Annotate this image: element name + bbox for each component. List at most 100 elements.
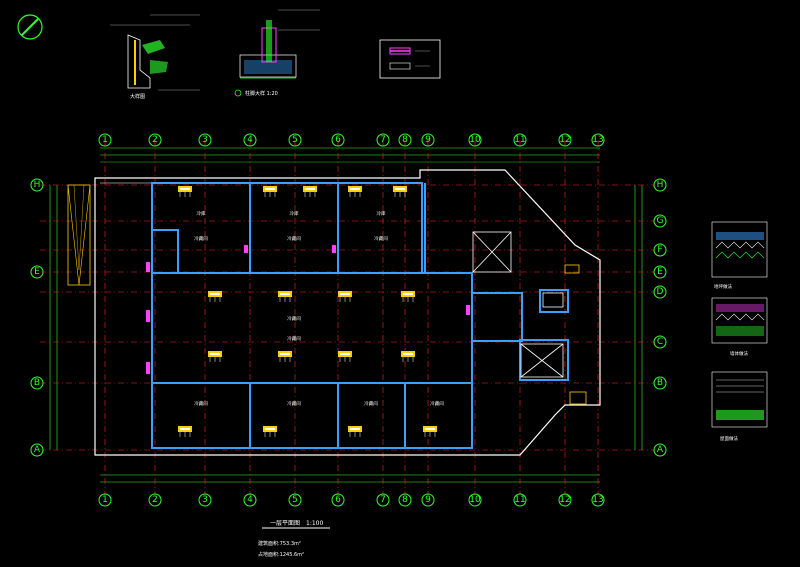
axis-label: 12 (559, 495, 570, 505)
axis-bubble-right: B (653, 376, 667, 390)
building-outline (94, 169, 601, 456)
axis-bubble-bottom: 13 (591, 493, 605, 507)
evaporator-unit-icon (338, 291, 352, 302)
axis-bubble-bottom: 8 (398, 493, 412, 507)
section-detail-3: 屋面做法 (711, 371, 768, 442)
axis-bubble-right: F (653, 243, 667, 257)
axis-bubble-top: 13 (591, 133, 605, 147)
evaporator-unit-icon (393, 186, 407, 197)
room-labels: 冷库冷库冷库冷藏间冷藏间冷藏间冷藏间冷藏间冷藏间冷藏间冷藏间冷藏间 (194, 210, 444, 407)
axis-bubble-right: A (653, 443, 667, 457)
axis-bubble-top: 4 (243, 133, 257, 147)
axis-bubble-top: 9 (421, 133, 435, 147)
room-label: 冷藏间 (287, 335, 301, 342)
room-label: 冷藏间 (364, 400, 378, 407)
evaporator-unit-icon (208, 351, 222, 362)
axis-bubble-top: 8 (398, 133, 412, 147)
room-label: 冷库 (290, 210, 299, 217)
room-label: 冷库 (197, 210, 206, 217)
axis-label: E (34, 267, 40, 277)
section-2-label: 墙体做法 (730, 350, 748, 357)
axis-label: H (657, 180, 664, 190)
axis-label: 2 (152, 135, 158, 145)
stair-core (472, 231, 587, 405)
axis-label: B (657, 378, 663, 388)
evaporator-unit-icon (278, 291, 292, 302)
axis-label: 2 (152, 495, 158, 505)
evaporator-unit-icon (208, 291, 222, 302)
axis-bubble-right: C (653, 335, 667, 349)
section-detail-2: 墙体做法 (711, 297, 768, 357)
axis-bubble-bottom: 7 (376, 493, 390, 507)
axis-label: B (34, 378, 40, 388)
axis-label: D (657, 287, 664, 297)
axis-label: 9 (425, 135, 431, 145)
blue-walls (151, 182, 569, 449)
axis-label: 7 (380, 135, 386, 145)
axis-bubble-bottom: 3 (198, 493, 212, 507)
detail-1-label: 大样图 (130, 93, 145, 100)
legend-box (379, 39, 441, 79)
evaporator-unit-icon (401, 351, 415, 362)
axis-bubble-bottom: 1 (98, 493, 112, 507)
axis-label: 10 (469, 135, 481, 145)
axis-bubble-right: D (653, 285, 667, 299)
evaporator-unit-icon (348, 186, 362, 197)
axis-bubble-right: E (653, 265, 667, 279)
axis-grid-vertical (104, 140, 599, 495)
section-detail-1: 地坪做法 (711, 221, 768, 290)
axis-label: 5 (292, 495, 298, 505)
axis-label: 4 (247, 495, 253, 505)
axis-label: 11 (514, 135, 525, 145)
axis-bubble-left: B (30, 376, 44, 390)
detail-drawing-1: 大样图 (110, 14, 200, 100)
axis-bubble-left: H (30, 178, 44, 192)
axis-bubble-right: G (653, 214, 667, 228)
axis-bubble-bottom: 2 (148, 493, 162, 507)
axis-label: F (657, 245, 662, 255)
evaporator-unit-icon (303, 186, 317, 197)
plan-scale: 1:100 (306, 520, 323, 527)
evaporator-unit-icon (423, 426, 437, 437)
axis-bubble-top: 1 (98, 133, 112, 147)
axis-bubble-bottom: 11 (513, 493, 527, 507)
axis-bubble-top: 7 (376, 133, 390, 147)
axis-bubble-bottom: 12 (558, 493, 572, 507)
axis-label: A (657, 445, 664, 455)
room-label: 冷藏间 (430, 400, 444, 407)
room-label: 冷库 (377, 210, 386, 217)
evaporator-unit-icon (263, 186, 277, 197)
left-ramp (67, 184, 91, 286)
axis-label: 4 (247, 135, 253, 145)
room-label: 冷藏间 (374, 235, 388, 242)
axis-label: 13 (592, 135, 603, 145)
detail-2-label: 柱脚大样 1:20 (245, 90, 278, 97)
room-label: 冷藏间 (194, 235, 208, 242)
top-dimension-lines (49, 147, 643, 483)
axis-label: 9 (425, 495, 431, 505)
axis-label: 5 (292, 135, 298, 145)
section-3-label: 屋面做法 (720, 435, 738, 442)
refrigeration-units (178, 186, 437, 437)
doors (146, 245, 470, 374)
axis-label: 3 (202, 495, 208, 505)
section-1-label: 地坪做法 (714, 283, 732, 290)
axis-bubble-top: 11 (513, 133, 527, 147)
axis-bubble-right: H (653, 178, 667, 192)
axis-bubble-bottom: 9 (421, 493, 435, 507)
north-arrow-icon (17, 14, 43, 40)
axis-bubble-bottom: 10 (468, 493, 482, 507)
evaporator-unit-icon (338, 351, 352, 362)
axis-label: 6 (335, 495, 341, 505)
axis-label: 12 (559, 135, 570, 145)
room-label: 冷藏间 (287, 400, 301, 407)
axis-bubble-top: 3 (198, 133, 212, 147)
axis-label: 13 (592, 495, 603, 505)
evaporator-unit-icon (401, 291, 415, 302)
axis-bubble-top: 5 (288, 133, 302, 147)
axis-bubble-top: 10 (468, 133, 482, 147)
axis-label: 10 (469, 495, 481, 505)
evaporator-unit-icon (178, 186, 192, 197)
